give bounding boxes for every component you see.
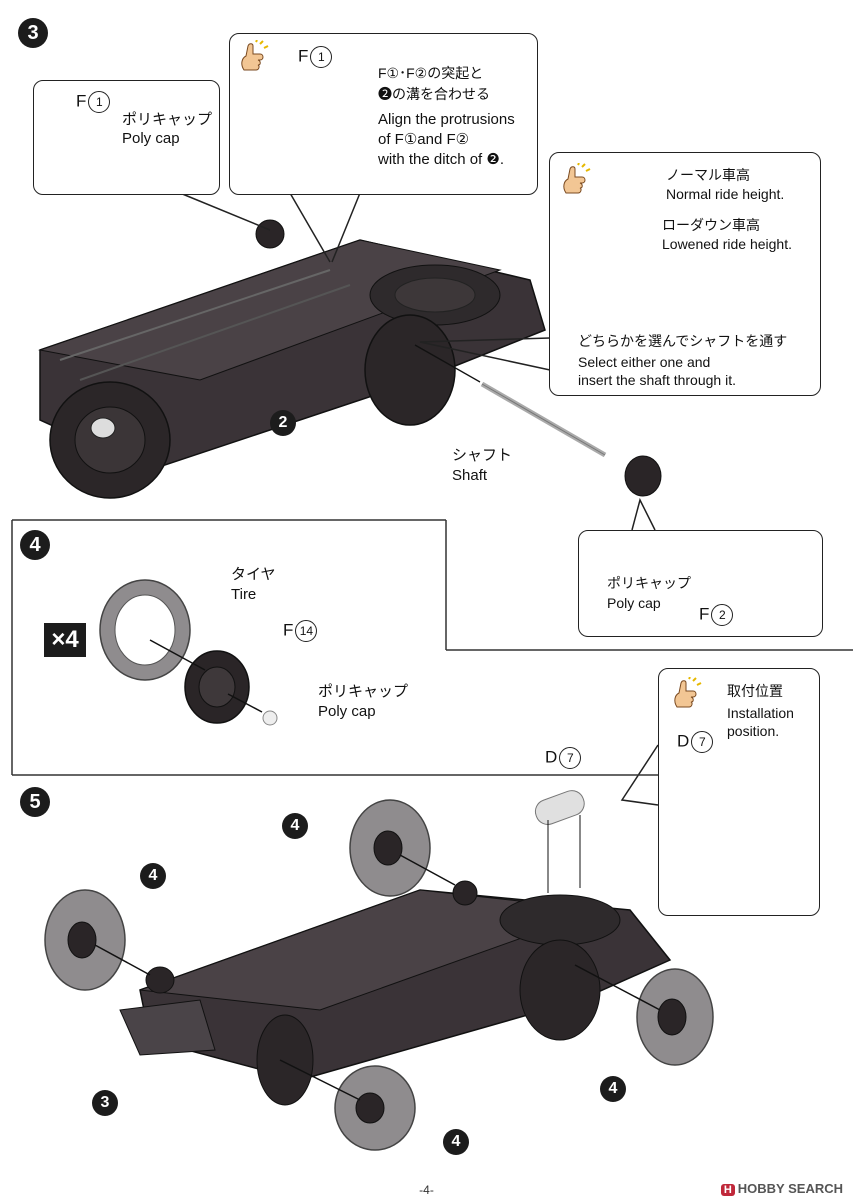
tire-label-jp: タイヤ	[231, 566, 276, 583]
install-label-en-2: position.	[727, 723, 780, 739]
part-letter: D	[545, 747, 558, 767]
part-number-circle: 1	[310, 46, 333, 68]
part-number-circle: 14	[295, 620, 318, 642]
polycap-label-en: Poly cap	[122, 130, 180, 147]
part-number-circle: 1	[88, 91, 111, 113]
align-line-2: ❷の溝を合わせる	[378, 86, 490, 102]
shaft-label-jp: シャフト	[452, 447, 513, 464]
polycap-label-jp: ポリキャップ	[122, 111, 213, 128]
select-jp: どちらかを選んでシャフトを通す	[578, 333, 788, 349]
part-number-circle: 2	[711, 604, 734, 626]
select-en-1: Select either one and	[578, 354, 711, 370]
step-4-badge: 4	[20, 530, 50, 560]
page-number: -4-	[419, 1183, 434, 1197]
part-letter: F	[283, 620, 294, 640]
wheel-ref-4-bottom: 4	[443, 1129, 469, 1155]
align-line-1: F①･F②の突起と	[378, 65, 484, 81]
select-en-2: insert the shaft through it.	[578, 372, 736, 388]
quantity-x4-badge: ×4	[44, 623, 86, 657]
callout-ride-height: ノーマル車高 Normal ride height. ローダウン車高 Lowen…	[549, 152, 821, 396]
install-label-en-1: Installation	[727, 705, 794, 721]
align-line-4: of F①and F②	[378, 131, 470, 148]
step3-chassis-drawing	[38, 239, 546, 499]
align-line-3: Align the protrusions	[378, 111, 515, 128]
tire-label-en: Tire	[231, 586, 257, 603]
wheel-ref-4-top: 4	[282, 813, 308, 839]
lowered-ride-jp: ローダウン車高	[662, 217, 760, 233]
step4-polycap-en: Poly cap	[318, 703, 376, 720]
step-5-badge: 5	[20, 787, 50, 817]
step-3-badge: 3	[18, 18, 48, 48]
install-label-jp: 取付位置	[727, 683, 783, 699]
watermark-text: HOBBY SEARCH	[737, 1181, 843, 1196]
wheel-ref-4-right: 4	[600, 1076, 626, 1102]
part-letter: F	[76, 91, 87, 111]
step4-polycap-jp: ポリキャップ	[318, 683, 409, 700]
part-number-circle: 7	[691, 731, 714, 753]
polycap2-label-jp: ポリキャップ	[607, 575, 691, 591]
step5-chassis-drawing	[119, 880, 672, 1106]
align-line-5: with the ditch of ❷.	[378, 151, 505, 168]
shaft-label-en: Shaft	[452, 467, 488, 484]
normal-ride-en: Normal ride height.	[666, 186, 785, 202]
part-letter: D	[677, 731, 690, 751]
watermark-badge: H	[720, 1184, 735, 1196]
part-ref-2-dot: 2	[270, 410, 296, 436]
polycap2-label-en: Poly cap	[607, 595, 661, 611]
part-letter: F	[298, 46, 309, 66]
part-number-circle: 7	[559, 747, 582, 769]
pointing-hand-icon	[674, 677, 702, 708]
lowered-ride-en: Lowened ride height.	[662, 236, 792, 252]
part-letter: F	[699, 604, 710, 624]
chassis-ref-3: 3	[92, 1090, 118, 1116]
normal-ride-jp: ノーマル車高	[666, 167, 750, 183]
step4-tire-drawing	[99, 579, 278, 726]
pointing-hand-icon	[241, 40, 269, 71]
wheel-ref-4-left: 4	[140, 863, 166, 889]
pointing-hand-icon	[563, 163, 591, 194]
